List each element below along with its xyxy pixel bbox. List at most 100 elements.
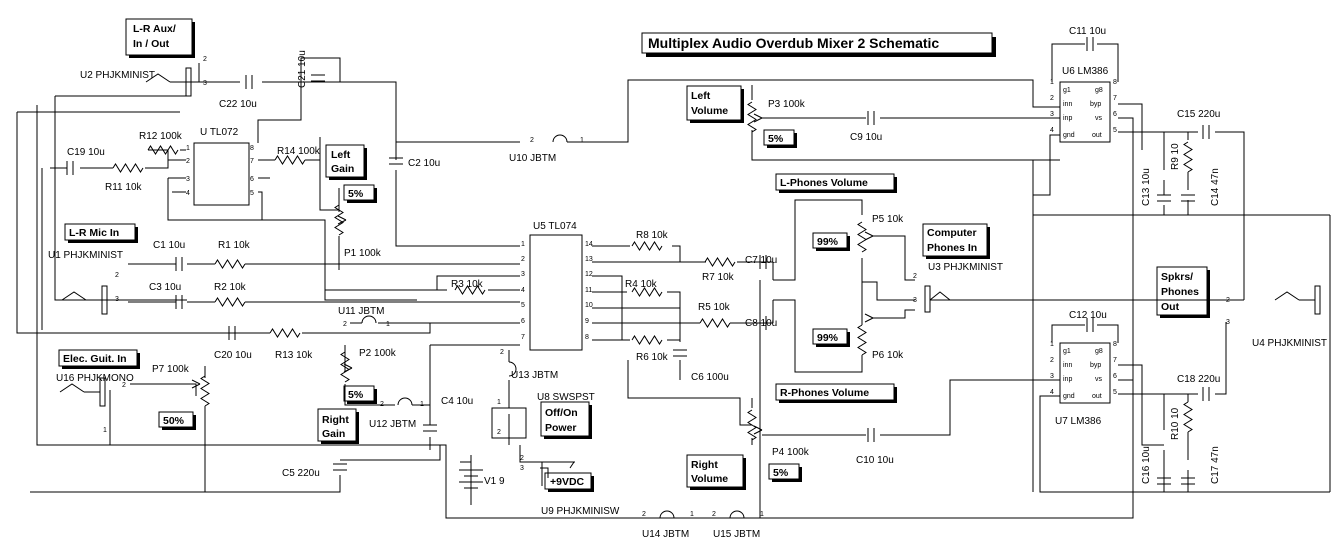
u2-pin-2: 2 bbox=[203, 56, 207, 63]
u7-num-1: 1 bbox=[1050, 341, 1054, 348]
u2-label: U2 PHJKMINIST bbox=[80, 70, 155, 81]
r8-label: R8 10k bbox=[636, 230, 669, 241]
spkrs-phones-label-1: Spkrs/ bbox=[1161, 271, 1193, 283]
c13-label: C13 10u bbox=[1141, 168, 1152, 206]
ic-tl074: U5 TL074 1 2 3 4 5 6 7 14 13 12 11 10 9 … bbox=[521, 221, 593, 351]
p3-pot bbox=[747, 101, 757, 133]
u6-pin-gnd: gnd bbox=[1063, 132, 1075, 139]
u1-pin-2: 2 bbox=[115, 272, 119, 279]
p7-wiper bbox=[191, 379, 201, 389]
u12-jumper bbox=[397, 397, 413, 406]
c14-label: C14 47n bbox=[1210, 168, 1221, 206]
c6-label: C6 100u bbox=[691, 372, 729, 383]
tl072-pin-2: 2 bbox=[186, 158, 190, 165]
u7-pin-inn: inn bbox=[1063, 362, 1072, 369]
u1-label: U1 PHJKMINIST bbox=[48, 250, 123, 261]
u7-pin-g8: g8 bbox=[1095, 348, 1103, 355]
u11-jumper bbox=[361, 315, 377, 324]
u6-num-6: 6 bbox=[1113, 111, 1117, 118]
c17-label: C17 47n bbox=[1210, 446, 1221, 484]
tl072-pin-6: 6 bbox=[250, 176, 254, 183]
u7-pin-gnd: gnd bbox=[1063, 393, 1075, 400]
elec-guit-box: Elec. Guit. In bbox=[58, 349, 140, 369]
p3-label: P3 100k bbox=[768, 99, 806, 110]
c15-label: C15 220u bbox=[1177, 109, 1220, 120]
r2-resistor bbox=[214, 297, 246, 307]
u7-num-2: 2 bbox=[1050, 357, 1054, 364]
lr-aux-label-2: In / Out bbox=[133, 38, 170, 50]
right-gain-box: Right Gain bbox=[317, 408, 359, 444]
u1-jack-body bbox=[101, 285, 108, 315]
u11-pin-2: 2 bbox=[343, 321, 347, 328]
spkrs-phones-label-2: Phones bbox=[1161, 286, 1199, 298]
r5-label: R5 10k bbox=[698, 302, 731, 313]
u6-num-2: 2 bbox=[1050, 95, 1054, 102]
p2-setting-value: 5% bbox=[348, 389, 364, 401]
lr-aux-box: L-R Aux/ In / Out bbox=[125, 18, 195, 58]
tl074-pin-7: 7 bbox=[521, 334, 525, 341]
u10-pin-1: 1 bbox=[580, 137, 584, 144]
p4-setting: 5% bbox=[768, 463, 802, 482]
u7-num-6: 6 bbox=[1113, 373, 1117, 380]
r1-resistor bbox=[214, 259, 246, 269]
u6-num-5: 5 bbox=[1113, 127, 1117, 134]
p6-setting-value: 99% bbox=[817, 332, 839, 344]
u7-num-5: 5 bbox=[1113, 389, 1117, 396]
u6-num-7: 7 bbox=[1113, 95, 1117, 102]
left-gain-box: Left Gain bbox=[325, 144, 367, 180]
u9-jack bbox=[540, 461, 575, 478]
tl072-pin-4: 4 bbox=[186, 190, 190, 197]
r7-resistor bbox=[704, 257, 736, 267]
spkrs-phones-label-3: Out bbox=[1161, 301, 1180, 313]
p6-label: P6 10k bbox=[872, 350, 904, 361]
u9-pin-3: 3 bbox=[520, 465, 524, 472]
u16-jack-body bbox=[99, 377, 106, 407]
c11-label: C11 10u bbox=[1069, 26, 1106, 37]
tl074-pin-5: 5 bbox=[521, 302, 525, 309]
p2-wiper bbox=[343, 363, 353, 373]
u11-label: U11 JBTM bbox=[338, 306, 385, 317]
u7-num-7: 7 bbox=[1113, 357, 1117, 364]
u6-num-1: 1 bbox=[1050, 79, 1054, 86]
u15-jumper bbox=[729, 510, 745, 519]
u16-label: U16 PHJKMONO bbox=[56, 373, 134, 384]
u8-label: U8 SWSPST bbox=[537, 392, 595, 403]
u14-pin-2: 2 bbox=[642, 511, 646, 518]
u1-jack bbox=[61, 291, 87, 301]
p3-wiper bbox=[753, 113, 763, 123]
u14-pin-1: 1 bbox=[690, 511, 694, 518]
tl074-pin-14: 14 bbox=[585, 241, 593, 248]
components-layer bbox=[59, 37, 1321, 519]
u16-jack bbox=[59, 383, 85, 393]
u4-label: U4 PHJKMINIST bbox=[1252, 338, 1327, 349]
u15-label: U15 JBTM bbox=[713, 529, 760, 540]
u15-pin-2: 2 bbox=[712, 511, 716, 518]
off-on-label-2: Power bbox=[545, 422, 577, 434]
r10-resistor bbox=[1183, 401, 1193, 433]
u2-jack-body bbox=[185, 67, 192, 97]
c12-label: C12 10u bbox=[1069, 310, 1107, 321]
r3-resistor bbox=[454, 285, 486, 295]
p2-setting: 5% bbox=[343, 385, 377, 404]
r-phones-label: R-Phones Volume bbox=[780, 387, 869, 399]
p7-pot bbox=[200, 375, 210, 407]
ic-tl072: U TL072 1 2 3 4 8 7 6 5 bbox=[186, 127, 254, 206]
tl074-pin-1: 1 bbox=[521, 241, 525, 248]
u9-label: U9 PHJKMINISW bbox=[541, 506, 620, 517]
u7-num-4: 4 bbox=[1050, 389, 1054, 396]
tl074-pin-6: 6 bbox=[521, 318, 525, 325]
u3-label: U3 PHJKMINIST bbox=[928, 262, 1003, 273]
p6-pot bbox=[857, 324, 867, 356]
r4-resistor bbox=[631, 287, 663, 297]
u6-label: U6 LM386 bbox=[1062, 66, 1109, 77]
ic-lm386-u6: U6 LM386 g1 inn inp gnd g8 byp vs out 1 … bbox=[1050, 66, 1117, 143]
r10-label: R10 10 bbox=[1170, 407, 1181, 440]
p1-wiper bbox=[337, 215, 347, 225]
u7-pin-inp: inp bbox=[1063, 376, 1072, 383]
p4-wiper bbox=[753, 425, 763, 435]
tl072-label: U TL072 bbox=[200, 127, 239, 138]
u2-jack bbox=[145, 73, 171, 83]
p5-pot bbox=[857, 221, 867, 253]
right-gain-label-2: Gain bbox=[322, 428, 345, 440]
r4-label: R4 10k bbox=[625, 279, 658, 290]
